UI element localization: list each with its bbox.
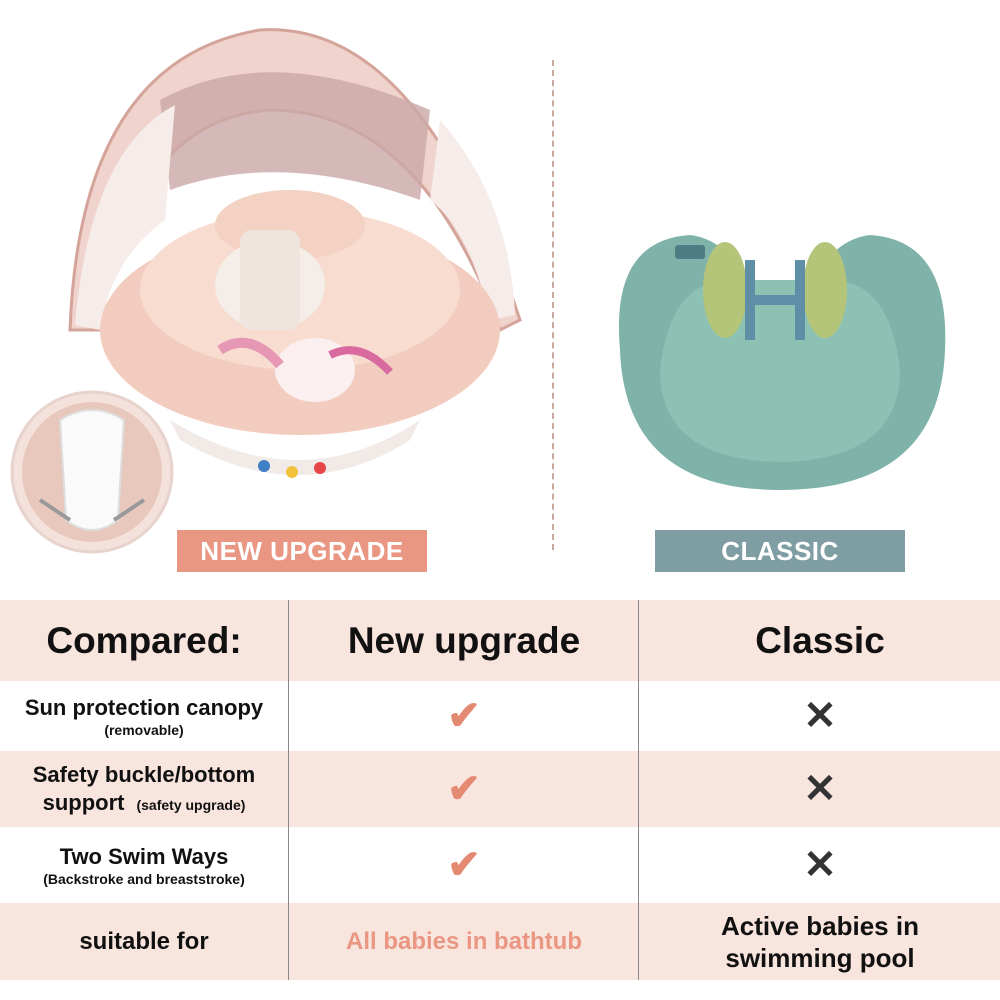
- feature-note: (Backstroke and breaststroke): [43, 871, 245, 887]
- table-row: Sun protection canopy (removable) ✔ ✕: [0, 681, 1000, 751]
- check-icon: ✔: [447, 767, 481, 811]
- cross-icon: ✕: [803, 767, 837, 811]
- pink-float-image: [10, 28, 522, 554]
- cross-icon: ✕: [803, 694, 837, 738]
- teal-float-image: [618, 235, 946, 490]
- suitable-classic-line2: swimming pool: [725, 942, 915, 973]
- header-compared: Compared:: [46, 619, 242, 661]
- feature-label-line2: support: [42, 790, 125, 815]
- check-icon: ✔: [447, 843, 481, 887]
- header-classic: Classic: [755, 619, 885, 661]
- feature-cell: Sun protection canopy (removable): [0, 681, 288, 751]
- feature-cell: Safety buckle/bottom support (safety upg…: [0, 751, 288, 827]
- feature-note: (removable): [104, 722, 184, 738]
- comparison-divider: [552, 60, 554, 550]
- table-row: Safety buckle/bottom support (safety upg…: [0, 751, 1000, 827]
- table-divider: [288, 600, 289, 980]
- product-comparison-images: NEW UPGRADE CLASSIC: [10, 28, 946, 572]
- header-new-upgrade: New upgrade: [347, 619, 581, 661]
- comparison-table: Compared: New upgrade Classic Sun protec…: [0, 600, 1000, 980]
- suitable-classic-line1: Active babies in: [721, 910, 919, 941]
- feature-label: suitable for: [79, 927, 209, 955]
- cross-icon: ✕: [803, 843, 837, 887]
- feature-cell: Two Swim Ways (Backstroke and breaststro…: [0, 827, 288, 903]
- feature-note: (safety upgrade): [136, 797, 246, 813]
- suitable-new: All babies in bathtub: [345, 927, 582, 955]
- new-upgrade-label: NEW UPGRADE: [177, 530, 427, 572]
- suitable-classic: Active babies in swimming pool: [640, 903, 1000, 980]
- table-row: Two Swim Ways (Backstroke and breaststro…: [0, 827, 1000, 903]
- feature-label: Two Swim Ways: [59, 844, 229, 869]
- check-icon: ✔: [447, 694, 481, 738]
- table-row: suitable for All babies in bathtub Activ…: [0, 903, 1000, 980]
- feature-label: Sun protection canopy: [24, 695, 264, 720]
- classic-label: CLASSIC: [655, 530, 905, 572]
- table-divider: [638, 600, 639, 980]
- table-header-row: Compared: New upgrade Classic: [0, 600, 1000, 681]
- feature-label: Safety buckle/bottom: [32, 762, 256, 787]
